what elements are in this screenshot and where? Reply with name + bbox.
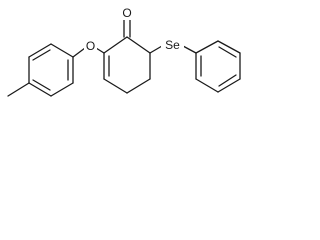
tolyl-double-bond-5-inner [32,49,51,61]
ring-bond-c4-c5 [126,78,151,94]
atom-labels: O O Se [84,6,184,53]
ring-bond-c1-c2 [103,36,128,54]
phenyl-bond-5 [195,78,219,93]
ether-bond-ring [95,47,105,54]
tolyl-double-bond-3-inner [32,79,51,91]
phenyl-bond-2 [217,40,241,54]
tolyl-bond-5 [28,43,52,58]
tolyl-bond-3 [28,82,52,97]
phenyl-ring [195,40,241,93]
cyclohexenone-ring [103,36,151,94]
carbonyl-group [123,19,131,38]
phenyl-bond-4 [217,78,241,93]
ring-bond-c3-c4 [103,78,128,94]
methyl-bond [7,82,30,97]
tolyl-bond-2 [50,82,74,97]
ether-oxygen-label: O [86,39,95,53]
tolyl-bond-6 [50,43,74,58]
chemical-structure-diagram: O O Se [7,6,241,97]
carbonyl-oxygen-label: O [122,6,131,20]
phenyl-double-bond-4-inner [218,74,237,87]
ether-bond-aryl [72,47,86,58]
ring-bond-c6-c1 [126,36,151,54]
phenyl-bond-1 [195,40,219,54]
se-bond-ring [149,45,163,54]
selenium-label: Se [165,38,180,52]
selanyl-linkage [149,45,197,54]
se-bond-phenyl [182,45,197,54]
phenyl-double-bond-2-inner [218,46,237,58]
tolyl-ring [7,43,74,97]
ether-linkage [72,47,105,58]
